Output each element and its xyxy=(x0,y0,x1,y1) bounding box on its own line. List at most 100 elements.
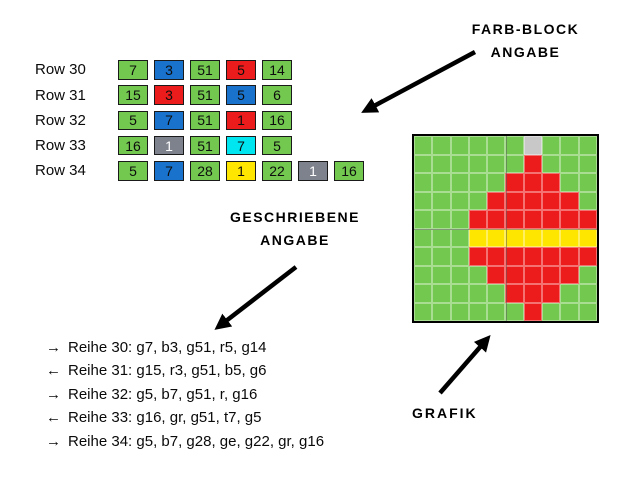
color-block-green: 51 xyxy=(190,110,220,131)
pattern-grid xyxy=(412,134,599,323)
grid-cell-green xyxy=(450,136,469,155)
instruction-line: → Reihe 30: g7, b3, g51, r5, g14 xyxy=(46,336,324,359)
grid-cell-green xyxy=(414,302,433,321)
grid-major-line-horizontal xyxy=(414,228,597,230)
grid-cell-green xyxy=(560,173,579,192)
grid-cell-red xyxy=(560,210,579,229)
color-block-green: 7 xyxy=(118,60,148,80)
grid-cell-yellow xyxy=(542,228,561,247)
grid-cell-green xyxy=(432,265,451,284)
grid-cell-green xyxy=(414,191,433,210)
color-block-green: 16 xyxy=(262,110,292,131)
color-block-green: 51 xyxy=(190,135,220,156)
grid-cell-red xyxy=(578,247,597,266)
grid-cell-green xyxy=(450,265,469,284)
grid-cell-red xyxy=(505,247,524,266)
color-block-red: 1 xyxy=(226,110,256,131)
grid-cell-green xyxy=(560,154,579,173)
grid-cell-red xyxy=(542,210,561,229)
instruction-text: Reihe 30: g7, b3, g51, r5, g14 xyxy=(68,339,267,356)
grid-cell-red xyxy=(523,154,543,173)
color-block-green: 15 xyxy=(118,85,148,105)
grid-cell-green xyxy=(450,210,469,229)
farb-block-angabe-label: FARB-BLOCK ANGABE xyxy=(448,18,603,64)
grid-cell-red xyxy=(542,173,561,192)
grid-cell-green xyxy=(450,228,469,247)
grid-cell-green xyxy=(468,302,488,321)
grid-cell-green xyxy=(487,173,506,192)
written-instructions: → Reihe 30: g7, b3, g51, r5, g14 ←Reihe 31… xyxy=(46,336,324,453)
grid-cell-green xyxy=(468,191,488,210)
color-block-green: 28 xyxy=(190,161,220,181)
grid-cell-yellow xyxy=(560,228,579,247)
grid-cell-green xyxy=(578,154,597,173)
grid-cell-red xyxy=(523,247,543,266)
grid-cell-green xyxy=(432,210,451,229)
color-block-blue: 7 xyxy=(154,161,184,181)
grid-cell-green xyxy=(432,191,451,210)
grid-cell-green xyxy=(414,228,433,247)
instruction-line: ←Reihe 31: g15, r3, g51, b5, g6 xyxy=(46,359,324,382)
row-direction-arrow: ← xyxy=(46,409,61,427)
grid-cell-red xyxy=(560,247,579,266)
grid-cell-green xyxy=(542,154,561,173)
color-block-red: 3 xyxy=(154,85,184,105)
farb-block-label-line1: FARB-BLOCK xyxy=(471,21,580,37)
grid-cell-green xyxy=(450,247,469,266)
row-label: Row 34 xyxy=(35,162,86,180)
row-direction-arrow: → xyxy=(46,339,61,356)
grid-cell-red xyxy=(487,265,506,284)
geschriebene-angabe-label: GESCHRIEBENE ANGABE xyxy=(210,206,380,252)
grid-cell-green xyxy=(542,136,561,155)
grid-cell-green xyxy=(468,136,488,155)
color-block-green: 16 xyxy=(334,161,364,181)
color-block-blue: 5 xyxy=(226,85,256,105)
grid-cell-green xyxy=(542,302,561,321)
grid-cell-green xyxy=(468,284,488,303)
row-label: Row 32 xyxy=(35,111,86,129)
grid-cell-green xyxy=(578,265,597,284)
grid-cell-red xyxy=(487,247,506,266)
color-block-cyan: 7 xyxy=(226,135,256,156)
grid-cell-red xyxy=(578,210,597,229)
grid-cell-red xyxy=(468,210,488,229)
grid-cell-green xyxy=(414,154,433,173)
grid-cell-red xyxy=(560,265,579,284)
grid-cell-yellow xyxy=(578,228,597,247)
grid-cell-green xyxy=(414,173,433,192)
grid-cell-red xyxy=(542,247,561,266)
grid-cell-green xyxy=(578,191,597,210)
grid-cell-green xyxy=(487,302,506,321)
grid-cell-green xyxy=(414,265,433,284)
grid-cell-green xyxy=(432,173,451,192)
instruction-line: →Reihe 34: g5, b7, g28, ge, g22, gr, g16 xyxy=(46,430,324,453)
grid-cell-red xyxy=(505,173,524,192)
grid-cell-green xyxy=(487,154,506,173)
grid-cell-red xyxy=(542,191,561,210)
instruction-text: Reihe 32: g5, b7, g51, r, g16 xyxy=(68,385,258,403)
grid-cell-green xyxy=(468,154,488,173)
grid-cell-green xyxy=(450,191,469,210)
grid-cell-green xyxy=(414,284,433,303)
geschriebene-label-line2: ANGABE xyxy=(260,232,330,248)
row-label: Row 31 xyxy=(35,86,86,104)
color-block-red: 5 xyxy=(226,60,256,80)
grid-cell-red xyxy=(487,210,506,229)
instruction-line: ←Reihe 33: g16, gr, g51, t7, g5 xyxy=(46,406,324,429)
grid-cell-green xyxy=(578,284,597,303)
grid-cell-green xyxy=(450,284,469,303)
color-block-gray: 1 xyxy=(154,135,184,156)
grid-cell-light_gray xyxy=(523,136,543,155)
grid-cell-red xyxy=(523,284,543,303)
grid-cell-green xyxy=(487,284,506,303)
grid-cell-green xyxy=(468,265,488,284)
row-direction-arrow: → xyxy=(46,432,61,450)
